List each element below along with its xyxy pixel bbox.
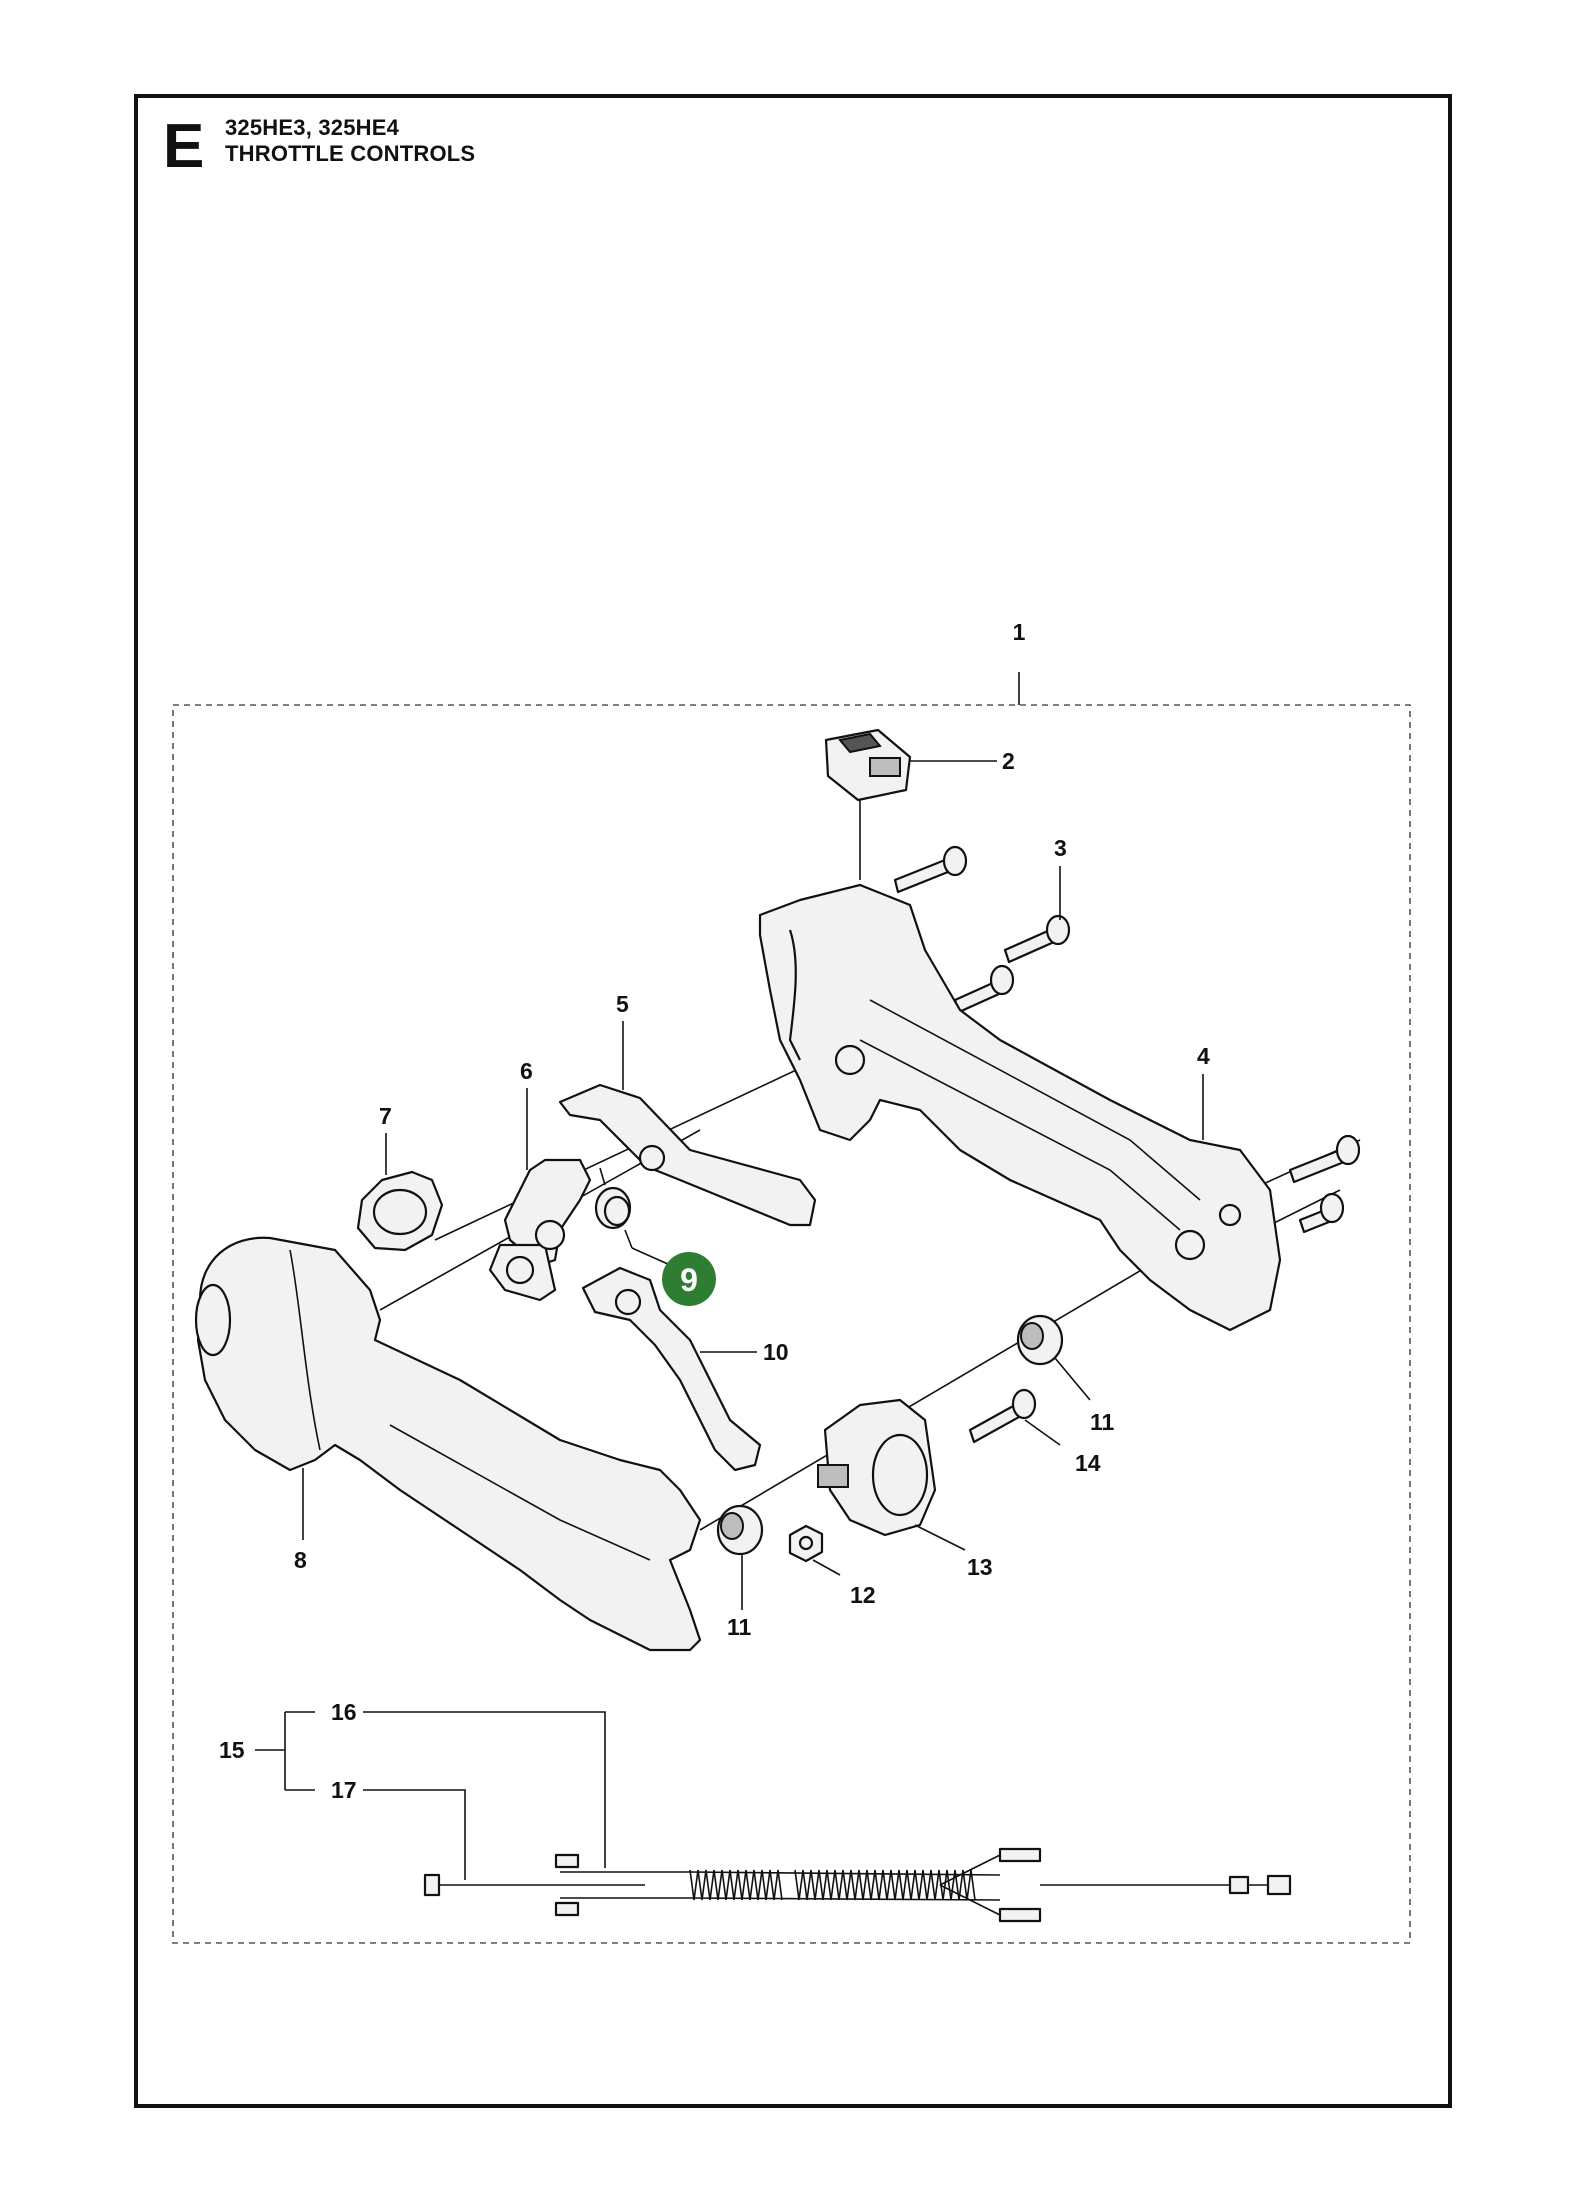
- page-frame: [134, 94, 1452, 2108]
- bushing-11-top: [1016, 1314, 1064, 1366]
- callout-9: 9: [680, 1262, 698, 1298]
- callout-3: 3: [1054, 835, 1067, 861]
- throttle-spring: [594, 1167, 633, 1249]
- screw-3a: [893, 845, 968, 894]
- leader-9: [631, 1247, 671, 1266]
- leader-17: [363, 1789, 466, 1880]
- screw-3c: [953, 964, 1015, 1014]
- handle-housing-half: [758, 883, 1282, 1332]
- callout-5: 5: [616, 991, 629, 1017]
- rear-handle-grip: [194, 1236, 702, 1652]
- throttle-lockout-lever: [558, 1083, 817, 1227]
- leader-11-top: [1054, 1357, 1091, 1401]
- throttle-trigger: [581, 1266, 762, 1472]
- callout-8: 8: [294, 1547, 307, 1573]
- section-letter: E: [163, 112, 205, 181]
- callout-17: 17: [331, 1777, 357, 1803]
- callout-15: 15: [219, 1737, 245, 1763]
- callout-2: 2: [1002, 748, 1015, 774]
- leader-14: [1024, 1419, 1061, 1446]
- stop-switch: [824, 728, 912, 802]
- screw-4b: [1298, 1192, 1345, 1234]
- leader-16: [363, 1711, 606, 1868]
- leader-13: [914, 1524, 966, 1551]
- callout-14: 14: [1075, 1450, 1101, 1476]
- leader-15-bracket: [255, 1711, 315, 1791]
- callout-1: 1: [1013, 619, 1026, 645]
- assembly-boundary: [172, 704, 1411, 1944]
- callout-7: 7: [379, 1103, 392, 1129]
- callout-16: 16: [331, 1699, 357, 1725]
- callout-13: 13: [967, 1554, 993, 1580]
- trigger-bracket: [488, 1158, 592, 1302]
- screw-4a: [1288, 1134, 1361, 1184]
- model-names: 325HE3, 325HE4: [225, 115, 400, 140]
- leader-12: [812, 1559, 841, 1576]
- callout-6: 6: [520, 1058, 533, 1084]
- callout-11-top: 11: [1090, 1409, 1115, 1435]
- callout-10: 10: [763, 1339, 789, 1365]
- callout-12: 12: [850, 1582, 876, 1608]
- callout-11-bottom: 11: [727, 1614, 752, 1640]
- callout-9-highlight: 9: [662, 1252, 716, 1306]
- screw-14: [968, 1388, 1037, 1444]
- callout-4: 4: [1197, 1043, 1210, 1069]
- cable-harness: [423, 1847, 1292, 1923]
- axis-line: [699, 1264, 1151, 1531]
- screw-3b: [1003, 914, 1071, 964]
- section-title: THROTTLE CONTROLS: [225, 141, 476, 166]
- hex-nut: [788, 1524, 824, 1563]
- bushing-11-bottom: [716, 1504, 764, 1556]
- handle-clamp: [817, 1398, 937, 1537]
- bushing-ring: [356, 1170, 444, 1252]
